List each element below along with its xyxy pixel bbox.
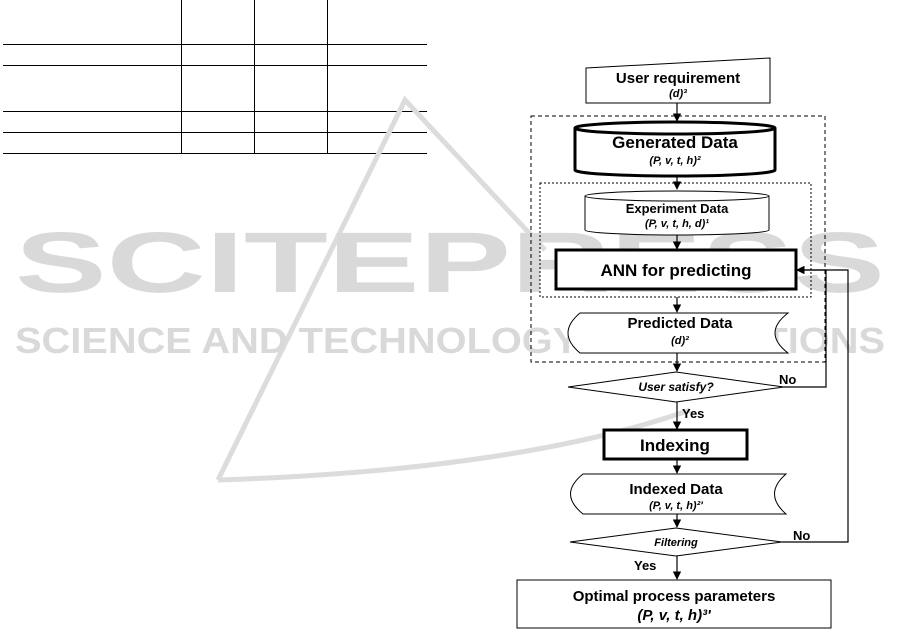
- experiment-data-sub: (P, v, t, h, d)¹: [645, 218, 709, 230]
- generated-data-sub: (P, v, t, h)²: [649, 155, 700, 167]
- filtering-decision: Filtering: [569, 527, 783, 557]
- indexed-data-node: Indexed Data (P, v, t, h)²': [570, 473, 788, 515]
- table-row: [3, 0, 427, 45]
- user-requirement-sub: (d)³: [669, 88, 687, 100]
- data-table: [3, 0, 427, 154]
- generated-data-title: Generated Data: [612, 133, 738, 152]
- table-row: [3, 44, 427, 66]
- experiment-data-node: Experiment Data (P, v, t, h, d)¹: [584, 190, 770, 236]
- ann-node: ANN for predicting: [554, 248, 798, 291]
- predicted-data-node: Predicted Data (d)²: [567, 312, 790, 354]
- predicted-data-title: Predicted Data: [627, 315, 733, 332]
- optimal-parameters-title: Optimal process parameters: [573, 588, 776, 605]
- indexing-node: Indexing: [602, 428, 749, 461]
- generated-data-node: Generated Data (P, v, t, h)²: [573, 120, 777, 178]
- user-satisfy-decision: User satisfy?: [567, 371, 785, 403]
- user-satisfy-yes-label: Yes: [682, 406, 704, 421]
- optimal-parameters-sub: (P, v, t, h)³': [637, 607, 711, 624]
- user-satisfy-no-label: No: [779, 372, 796, 387]
- filtering-yes-label: Yes: [634, 558, 656, 573]
- indexed-data-sub: (P, v, t, h)²': [649, 500, 703, 512]
- optimal-parameters-node: Optimal process parameters (P, v, t, h)³…: [516, 579, 832, 629]
- filtering-label: Filtering: [654, 537, 698, 549]
- inner-dashed-group: [539, 182, 812, 298]
- arrow-filtering-no-loop: [782, 265, 849, 543]
- experiment-data-title: Experiment Data: [626, 201, 729, 216]
- user-requirement-title: User requirement: [616, 70, 740, 87]
- indexed-data-title: Indexed Data: [629, 481, 723, 498]
- filtering-no-label: No: [793, 528, 810, 543]
- predicted-data-sub: (d)²: [671, 335, 689, 347]
- user-satisfy-label: User satisfy?: [638, 380, 714, 394]
- ann-title: ANN for predicting: [600, 261, 751, 280]
- indexing-title: Indexing: [640, 436, 710, 455]
- user-requirement-node: User requirement (d)³: [585, 57, 771, 104]
